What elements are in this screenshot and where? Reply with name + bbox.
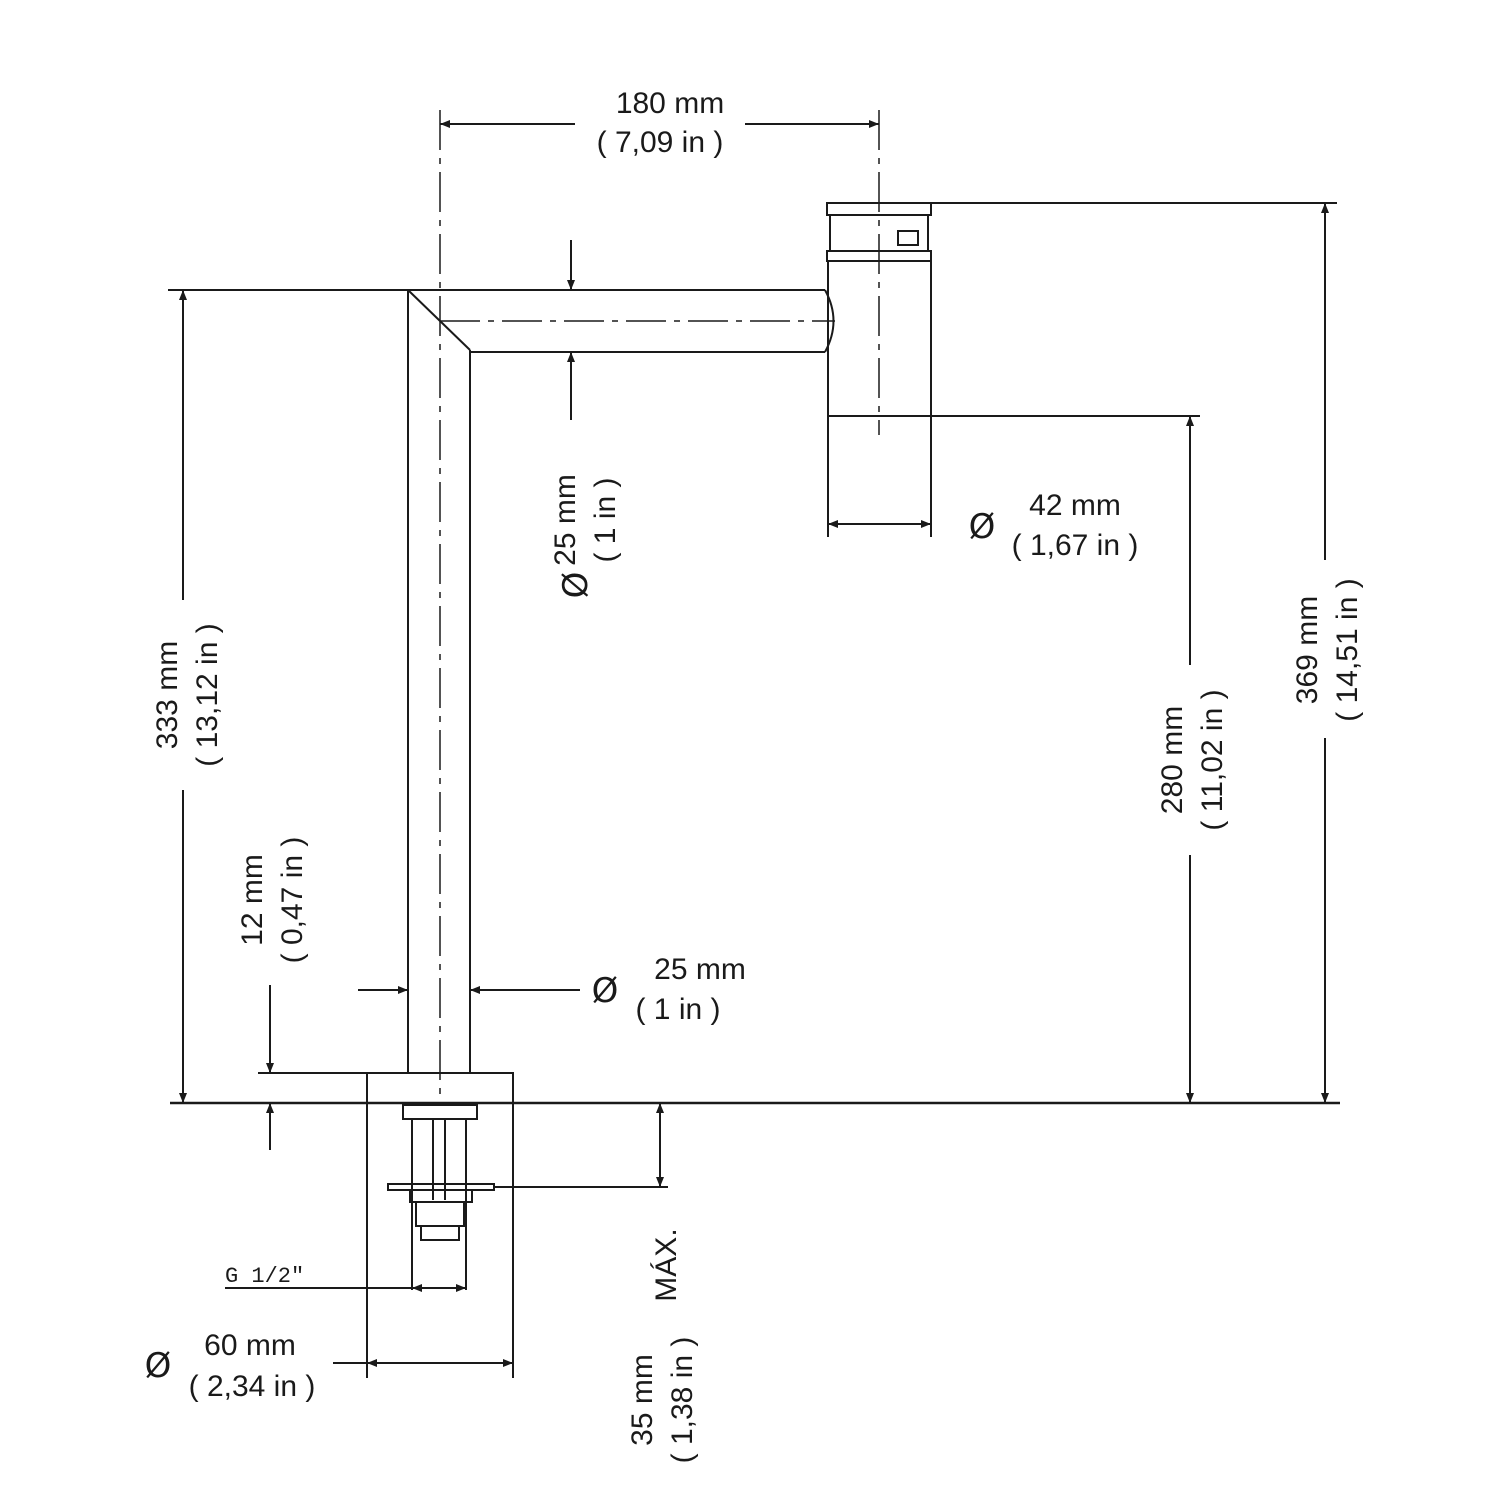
spout-diameter-in: ( 1 in ) (589, 477, 622, 562)
base-height-in: ( 0,47 in ) (276, 837, 309, 964)
outlet-diameter-in: ( 1,67 in ) (1012, 529, 1139, 562)
column-diameter-symbol: Ø (592, 971, 619, 1011)
spout-reach-mm: 180 mm (616, 87, 724, 120)
body-height-label: 333 mm ( 13,12 in ) (151, 623, 224, 766)
base-diameter-in: ( 2,34 in ) (189, 1370, 316, 1403)
outlet-diameter-mm: 42 mm (1029, 489, 1121, 522)
max-deck-thickness-mm: 35 mm (626, 1354, 659, 1446)
spout-diameter-label: Ø 25 mm ( 1 in ) (549, 474, 622, 598)
max-deck-thickness-note: MÁX. (650, 1228, 683, 1301)
outlet-diameter-symbol: Ø (969, 507, 996, 547)
outlet-height-in: ( 11,02 in ) (1196, 689, 1229, 830)
max-deck-thickness-label: 35 mm ( 1,38 in ) MÁX. (626, 1228, 699, 1463)
total-height-mm: 369 mm (1291, 596, 1324, 704)
spout-diameter-mm: 25 mm (549, 474, 582, 566)
base-height-mm: 12 mm (236, 854, 269, 946)
base-diameter-symbol: Ø (145, 1346, 172, 1386)
outlet-height-mm: 280 mm (1156, 706, 1189, 814)
column-diameter-mm: 25 mm (654, 953, 746, 986)
total-height-in: ( 14,51 in ) (1331, 578, 1364, 721)
spout-diameter-symbol: Ø (556, 572, 596, 599)
total-height-label: 369 mm ( 14,51 in ) (1291, 578, 1364, 721)
outlet-height-label: 280 mm ( 11,02 in ) (1156, 689, 1229, 830)
base-assembly (170, 1072, 1340, 1378)
spout-reach-in: ( 7,09 in ) (597, 126, 724, 159)
column-diameter-in: ( 1 in ) (635, 993, 720, 1026)
base-diameter-mm: 60 mm (204, 1329, 296, 1362)
base-height-label: 12 mm ( 0,47 in ) (236, 837, 309, 964)
dimension-lines (168, 120, 1337, 1367)
faucet-outline (407, 202, 932, 1072)
max-deck-thickness-in: ( 1,38 in ) (666, 1337, 699, 1464)
center-lines (439, 110, 880, 1100)
thread-label: G 1/2" (225, 1264, 304, 1289)
body-height-in: ( 13,12 in ) (191, 623, 224, 766)
body-height-mm: 333 mm (151, 641, 184, 749)
